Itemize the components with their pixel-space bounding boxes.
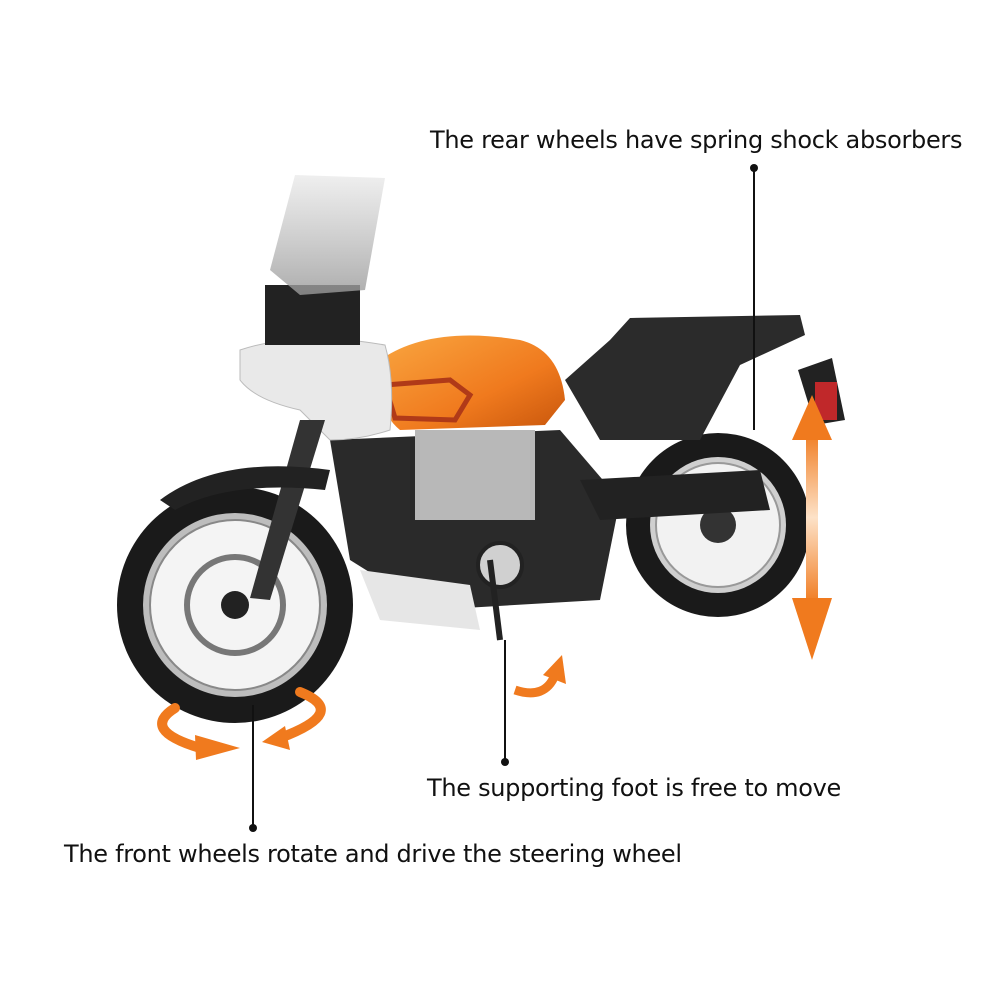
- callout-line-foot: [501, 640, 509, 766]
- rear-wheel: [626, 433, 810, 617]
- front-fork: [160, 420, 330, 600]
- engine: [330, 430, 770, 630]
- swivel-arrow-icon: [513, 655, 566, 698]
- kickstand: [487, 559, 503, 641]
- up-down-arrow-icon: [792, 395, 832, 660]
- rear-wheel-caption: The rear wheels have spring shock absorb…: [430, 126, 963, 154]
- seat: [565, 315, 845, 440]
- front-wheel-caption: The front wheels rotate and drive the st…: [64, 840, 682, 868]
- front-fairing: [239, 175, 393, 441]
- supporting-foot-caption: The supporting foot is free to move: [427, 774, 842, 802]
- rotate-arrow-icon: [157, 687, 326, 753]
- fuel-tank: [379, 335, 565, 430]
- front-wheel: [117, 487, 353, 723]
- callout-line-rear: [750, 164, 758, 430]
- callout-line-front: [249, 705, 257, 832]
